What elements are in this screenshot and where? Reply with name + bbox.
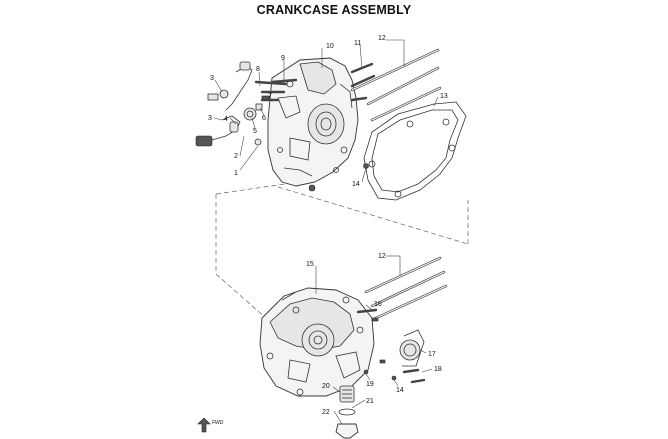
fwd-indicator: FWD bbox=[197, 417, 224, 433]
callout-3b: 3 bbox=[208, 115, 212, 122]
callout-20: 20 bbox=[322, 383, 330, 390]
callout-12-top: 12 bbox=[378, 35, 386, 42]
right-crankcase-half bbox=[259, 287, 375, 397]
callout-22: 22 bbox=[322, 409, 330, 416]
long-studs-lower bbox=[356, 256, 448, 322]
fwd-label: FWD bbox=[212, 420, 224, 426]
callout-labels: 1 2 3 3 4 5 6 7 8 9 10 11 12 13 14 12 15… bbox=[208, 35, 448, 416]
callout-19: 19 bbox=[366, 381, 374, 388]
callout-11: 11 bbox=[354, 40, 361, 47]
sensor-harness-parts bbox=[195, 61, 253, 147]
left-crankcase-half bbox=[267, 57, 359, 187]
callout-5: 5 bbox=[253, 128, 257, 135]
diagram-title: CRANKCASE ASSEMBLY bbox=[256, 3, 412, 17]
callout-7: 7 bbox=[268, 93, 272, 100]
leader-lines bbox=[213, 39, 439, 425]
callout-4: 4 bbox=[224, 116, 228, 123]
callout-17: 17 bbox=[428, 351, 436, 358]
crankcase-gasket bbox=[363, 101, 467, 201]
callout-6: 6 bbox=[262, 115, 266, 122]
callout-15: 15 bbox=[306, 261, 314, 268]
callout-21: 21 bbox=[366, 398, 374, 405]
callout-9: 9 bbox=[281, 55, 285, 62]
callout-12-bottom: 12 bbox=[378, 253, 386, 260]
small-fittings bbox=[243, 95, 271, 146]
callout-2: 2 bbox=[234, 153, 238, 160]
callout-16: 16 bbox=[374, 301, 382, 308]
oil-pump bbox=[379, 329, 426, 384]
callout-14-bottom: 14 bbox=[396, 387, 404, 394]
callout-13: 13 bbox=[440, 93, 448, 100]
callout-8: 8 bbox=[256, 66, 260, 73]
alignment-dashes bbox=[215, 183, 469, 321]
callout-18: 18 bbox=[434, 366, 442, 373]
long-studs-upper bbox=[350, 48, 442, 122]
callout-3a: 3 bbox=[210, 75, 214, 82]
callout-14-top: 14 bbox=[352, 181, 360, 188]
callout-1: 1 bbox=[234, 170, 238, 177]
callout-10: 10 bbox=[326, 43, 334, 50]
